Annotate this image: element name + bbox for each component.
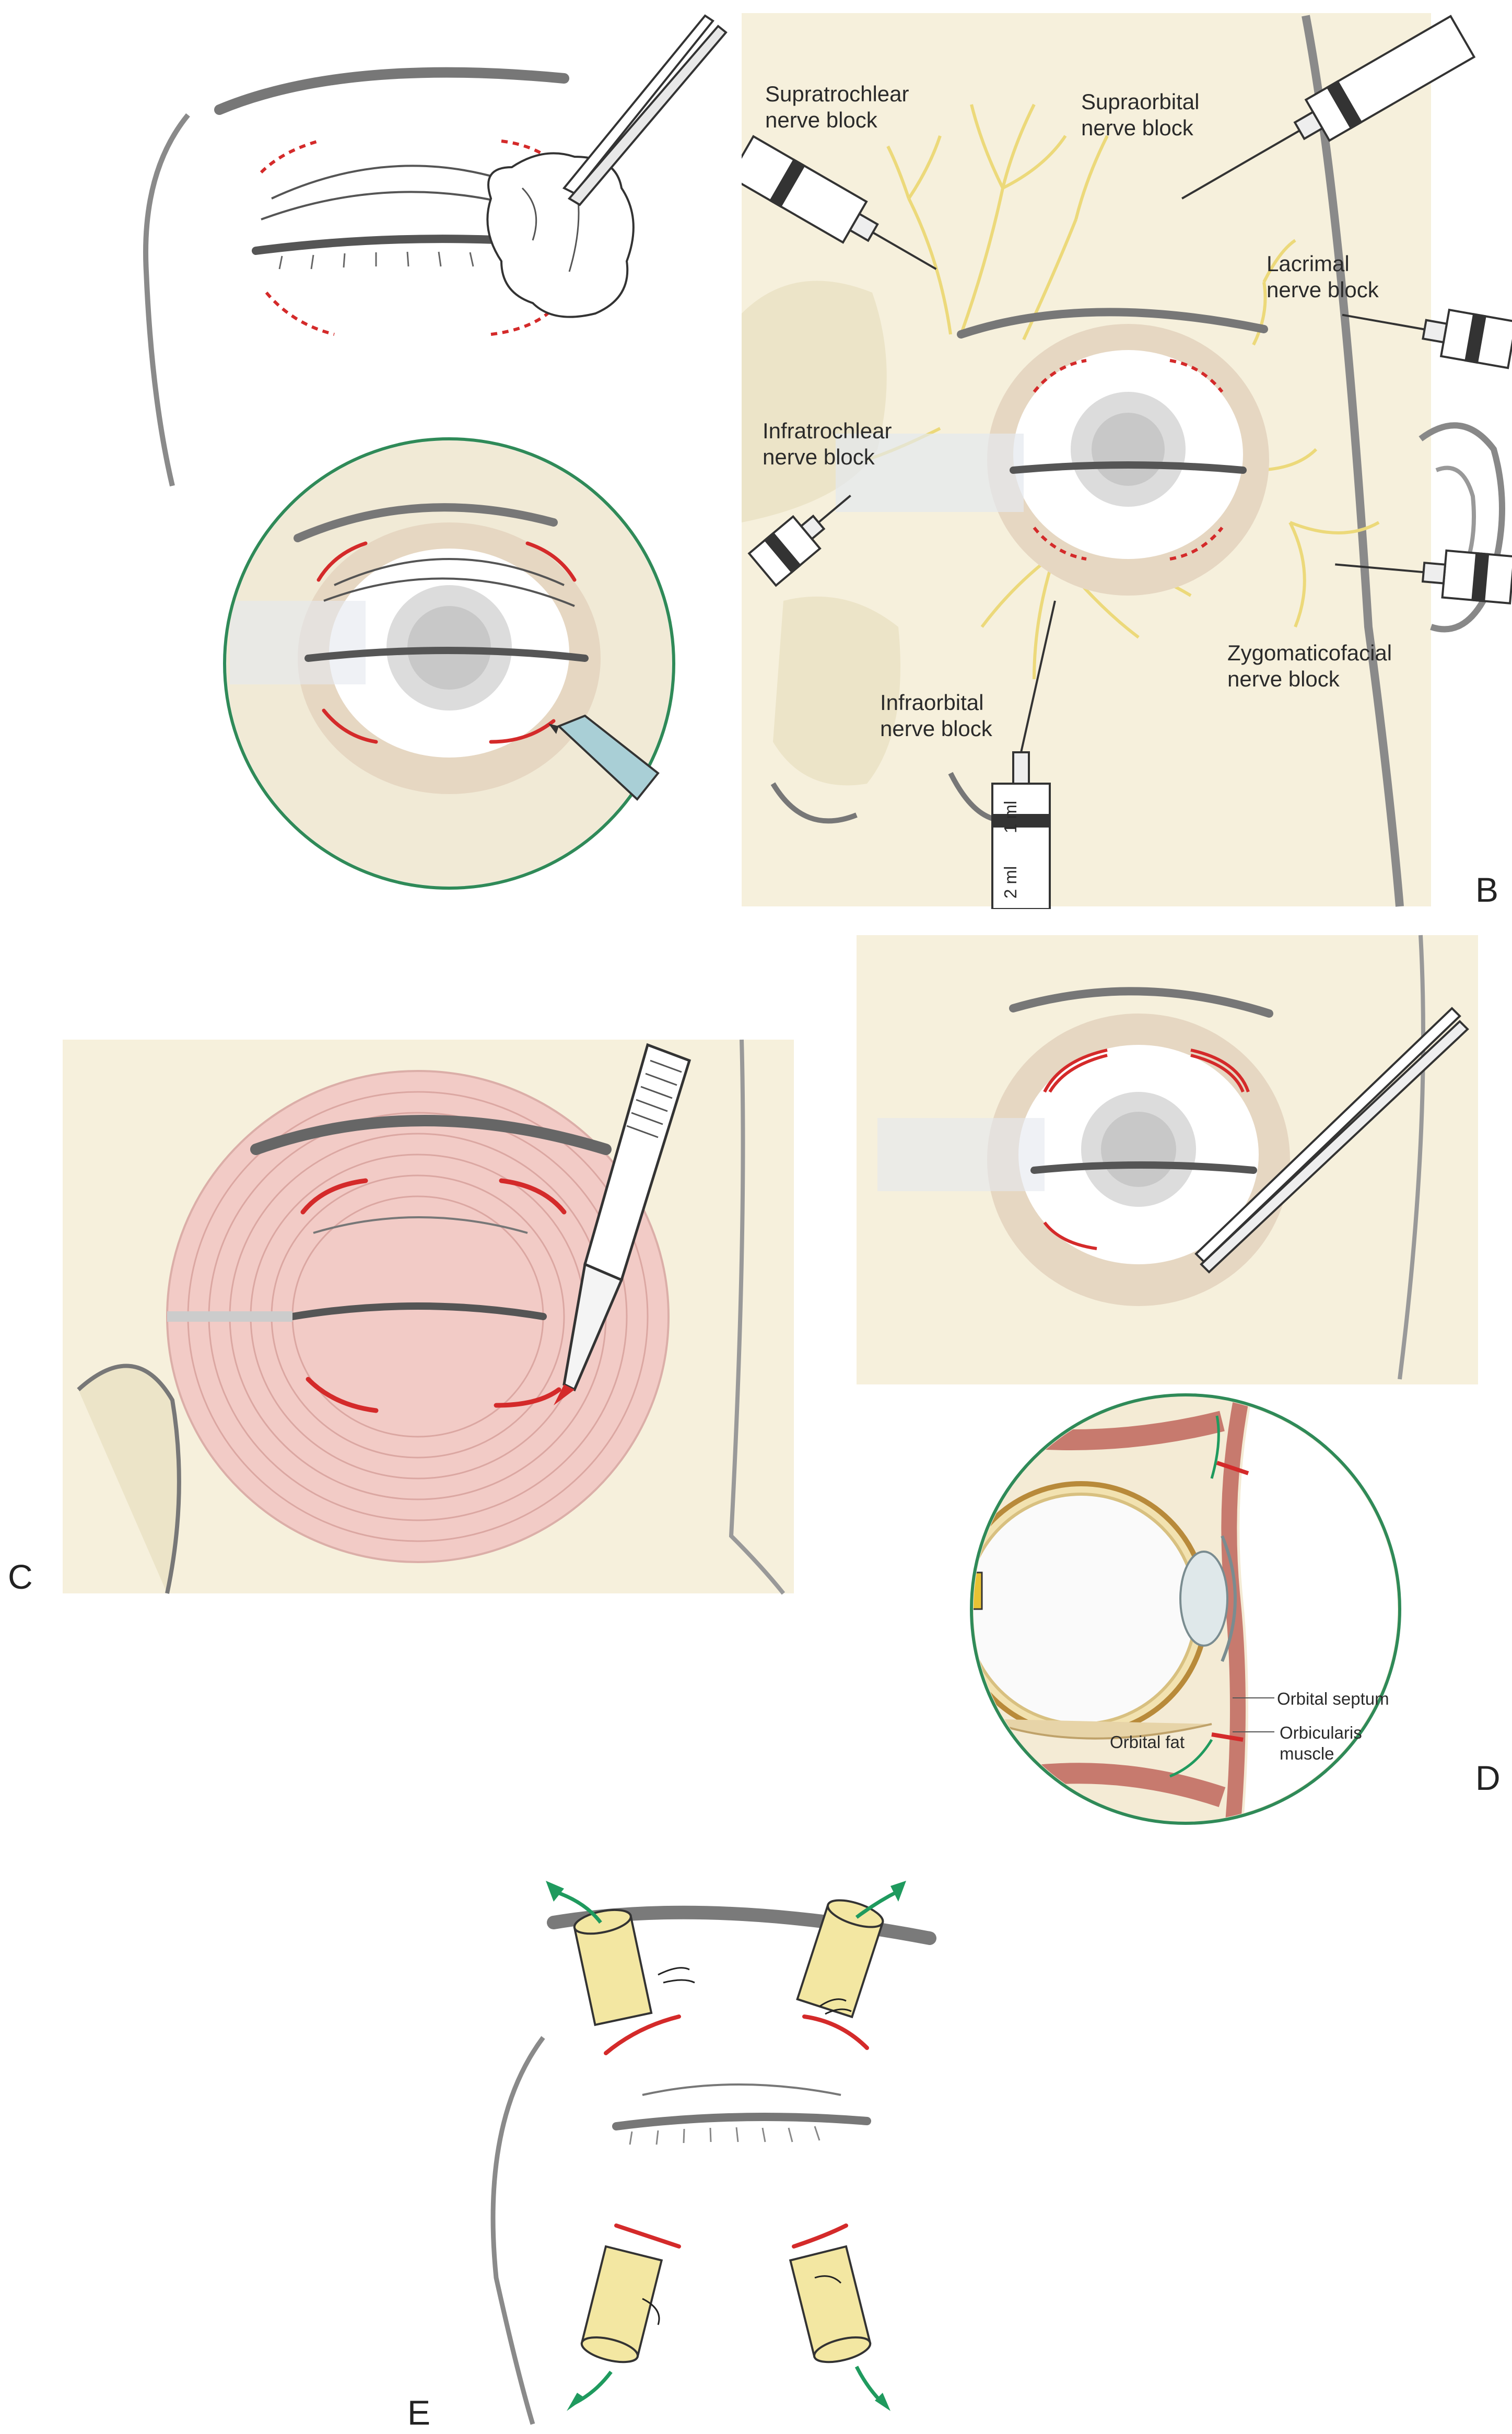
panel-c-illustration [63,1039,794,1595]
panel-e-letter: E [407,2393,431,2432]
zygomaticofacial-label: Zygomaticofacial nerve block [1227,640,1392,692]
supratrochlear-label: Supratrochlear nerve block [765,81,909,133]
forceps-icon [1194,1007,1469,1274]
forceps-icon [562,14,728,206]
syringe-mark-2ml: 2 ml [1001,866,1020,899]
gauze-pad [486,152,635,318]
infratrochlear-label: Infratrochlear nerve block [763,418,892,470]
syringe-mark-1ml: 1 ml [1001,800,1020,833]
panel-e: E [397,1849,1024,2434]
supraorbital-label: Supraorbital nerve block [1081,89,1200,141]
syringe-icon [742,15,1512,909]
panel-d-letter: D [1475,1758,1501,1797]
panel-b-illustration [742,13,1512,909]
panel-c-letter: C [8,1557,33,1596]
panel-d-illustration [857,935,1478,1825]
panel-a: A [125,0,742,909]
panel-a-illustration [143,14,728,890]
panel-d: Orbital septum Orbital fat Orbicularis m… [836,919,1512,1829]
orbital-fat-label: Orbital fat [1110,1732,1185,1752]
orbital-septum-label: Orbital septum [1277,1689,1389,1708]
panel-b: Supratrochlear nerve block Supraorbital … [742,0,1512,909]
surgical-marker-icon [548,714,660,801]
panel-c: C [0,919,815,1599]
orbicularis-label: Orbicularis muscle [1280,1723,1362,1763]
infraorbital-label: Infraorbital nerve block [880,690,992,741]
scalpel-icon [554,1043,691,1405]
penrose-drain-icon [573,1899,884,2363]
panel-e-illustration [490,1881,936,2425]
lacrimal-label: Lacrimal nerve block [1267,251,1379,302]
panel-b-letter: B [1475,870,1499,909]
